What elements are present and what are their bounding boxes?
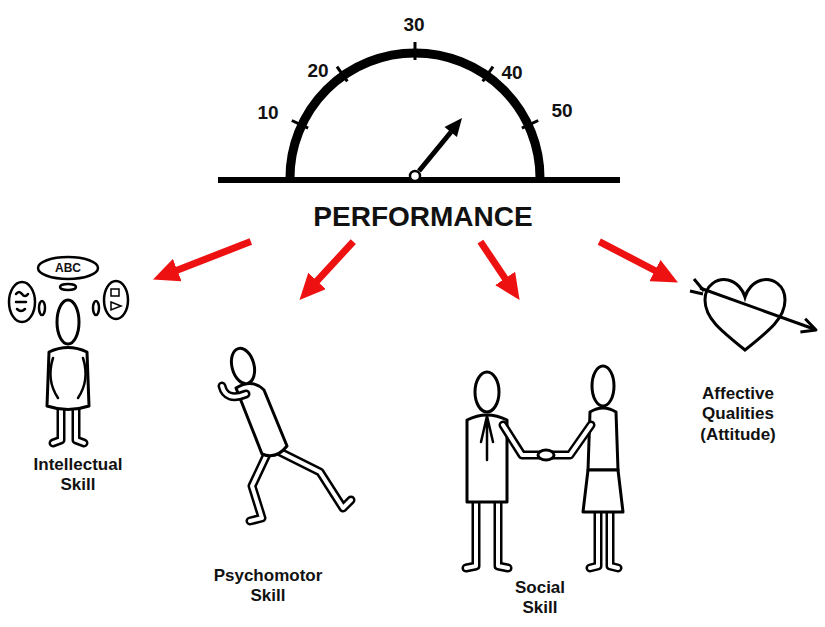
gauge-caption: PERFORMANCE	[218, 10, 628, 242]
figure-head	[57, 300, 79, 344]
shaking-hands	[538, 450, 554, 460]
thought-bubble	[104, 281, 128, 319]
runner-leg	[280, 452, 351, 508]
gauge-tick	[337, 67, 347, 82]
figure-leg	[53, 408, 61, 443]
figure-arm	[50, 358, 85, 398]
person-leg	[498, 500, 508, 568]
thought-bubble	[9, 282, 35, 322]
gauge-tick	[522, 121, 538, 129]
thought-symbol	[16, 292, 28, 311]
skill-node: Social Skill	[455, 300, 625, 623]
gauge-number: 20	[307, 61, 328, 80]
person-leg	[466, 500, 476, 568]
person-head	[475, 372, 499, 412]
gauge-number: 10	[257, 103, 278, 122]
gauge-arc	[290, 53, 540, 178]
red-arrow	[480, 242, 513, 290]
node-text: Affective Qualities (Attitude)	[691, 384, 786, 445]
red-arrow	[308, 242, 354, 292]
person-leg	[590, 510, 598, 568]
runner-arm	[222, 386, 246, 397]
thought-bubble	[60, 284, 76, 290]
runner-leg	[250, 452, 268, 521]
node-text: Intellectual Skill	[23, 455, 133, 496]
needle-head	[445, 118, 463, 137]
runner-head	[228, 346, 259, 386]
thought-bubble	[38, 257, 98, 279]
gauge-tick	[483, 67, 493, 82]
person-leg	[498, 500, 508, 568]
person-skirt	[583, 470, 623, 512]
person-arm	[552, 425, 591, 455]
thought-bubble	[93, 301, 99, 315]
gauge-number: 50	[551, 101, 572, 120]
cupid-arrow	[700, 288, 814, 329]
runner-leg	[280, 452, 351, 508]
runner-leg	[250, 452, 268, 521]
skill-node: Intellectual Skill	[3, 255, 153, 500]
cupid-fletching	[690, 279, 704, 294]
person-leg	[610, 510, 618, 568]
thought-bubble	[39, 301, 45, 315]
figure-leg	[76, 408, 84, 443]
red-arrow	[164, 242, 251, 276]
person-leg	[466, 500, 476, 568]
person-arm	[552, 425, 591, 455]
node-text: Psychomotor Skill	[206, 566, 331, 607]
gauge-number: 30	[403, 15, 424, 34]
figure-leg	[53, 408, 61, 443]
node-text: PERFORMANCE	[218, 200, 628, 234]
skill-node: Psychomotor Skill	[193, 300, 343, 611]
gauge-tick	[292, 121, 308, 129]
gauge-needle	[419, 132, 451, 171]
person-leg	[590, 510, 598, 568]
person-leg	[610, 510, 618, 568]
figure-leg	[76, 408, 84, 443]
red-arrow	[599, 242, 667, 277]
gauge-tick	[414, 42, 417, 60]
person-arm	[503, 425, 540, 455]
person-head	[592, 366, 614, 406]
runner-arm	[222, 386, 246, 397]
thought-symbol	[111, 302, 121, 310]
thought-symbol	[111, 289, 119, 296]
person-arm	[503, 425, 540, 455]
needle-hub	[410, 171, 420, 181]
suit-lapel	[481, 416, 493, 460]
person-body	[588, 408, 618, 470]
cupid-arrowhead	[800, 319, 816, 332]
gauge-number: 40	[501, 63, 522, 82]
node-text: Social Skill	[505, 578, 575, 619]
bubble-text: ABC	[55, 262, 81, 274]
skill-node: Affective Qualities (Attitude)	[678, 270, 818, 449]
figure-body	[47, 348, 89, 410]
